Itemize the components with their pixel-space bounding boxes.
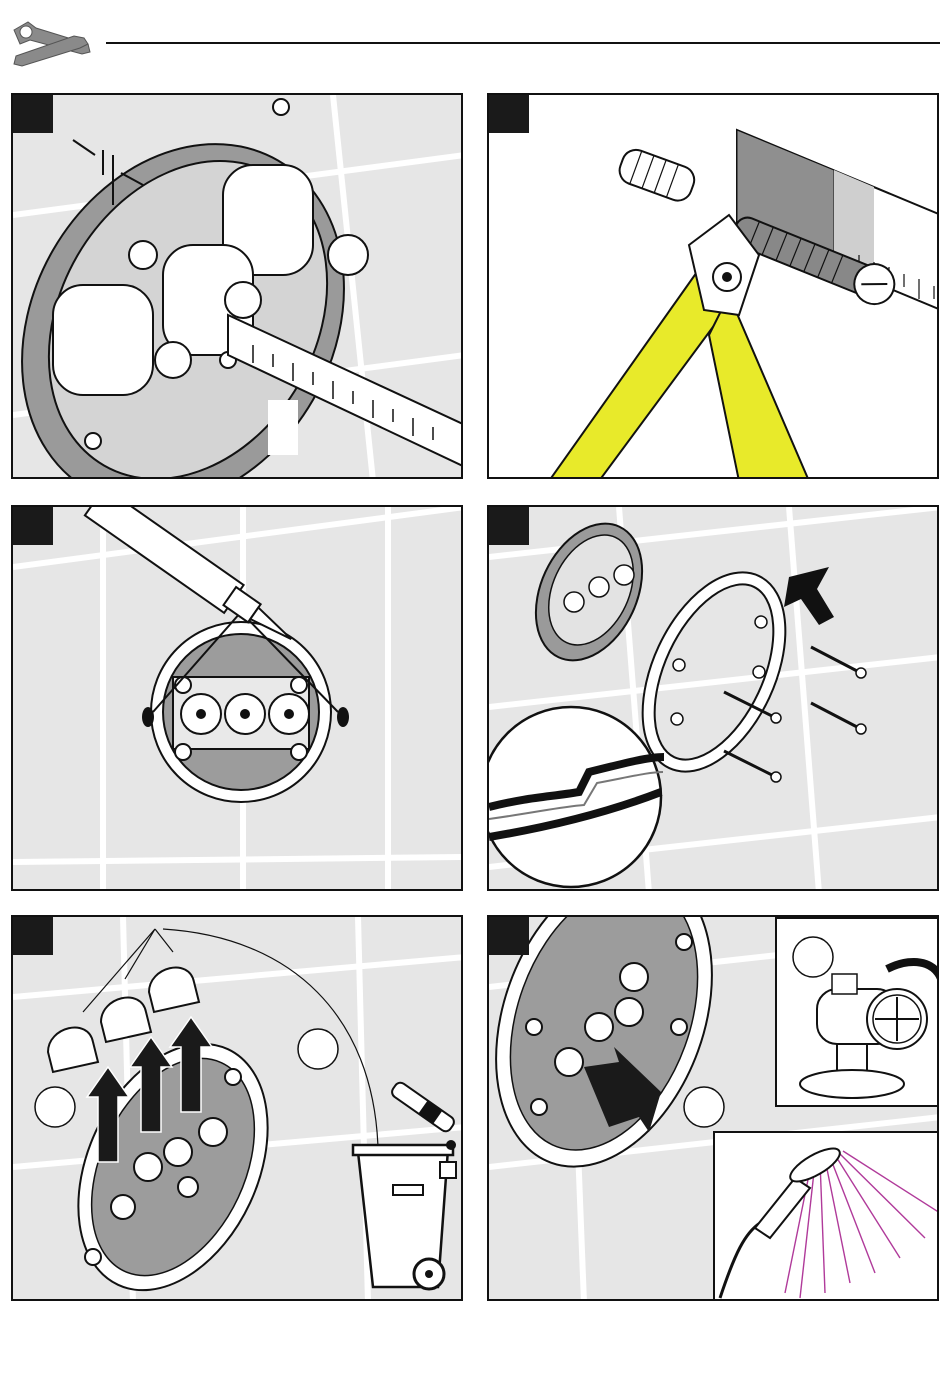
trim-ring-illustration <box>489 507 939 891</box>
step-number-badge <box>13 507 53 545</box>
step-number-badge <box>13 95 53 133</box>
step-number-badge <box>13 917 53 955</box>
trash-bin-icon <box>353 1080 456 1289</box>
step-1-panel <box>11 93 463 479</box>
header-rule <box>106 42 940 44</box>
measure-depth-illustration <box>13 95 463 479</box>
step-number-badge <box>489 917 529 955</box>
step-number-badge <box>489 507 529 545</box>
valve-detail-inset <box>775 917 939 1107</box>
step-number-badge <box>489 95 529 133</box>
step-3-panel <box>11 505 463 891</box>
hand-shower-illustration <box>715 1133 939 1301</box>
valve-detail-illustration <box>777 919 939 1107</box>
tools-icon <box>10 10 94 70</box>
remove-caps-illustration <box>13 917 463 1301</box>
cut-extension-illustration <box>489 95 939 479</box>
hand-shower-inset <box>713 1131 939 1301</box>
sealant-illustration <box>13 507 463 891</box>
step-2-panel <box>487 93 939 479</box>
step-5-panel <box>11 915 463 1301</box>
step-4-panel <box>487 505 939 891</box>
step-6-panel <box>487 915 939 1301</box>
